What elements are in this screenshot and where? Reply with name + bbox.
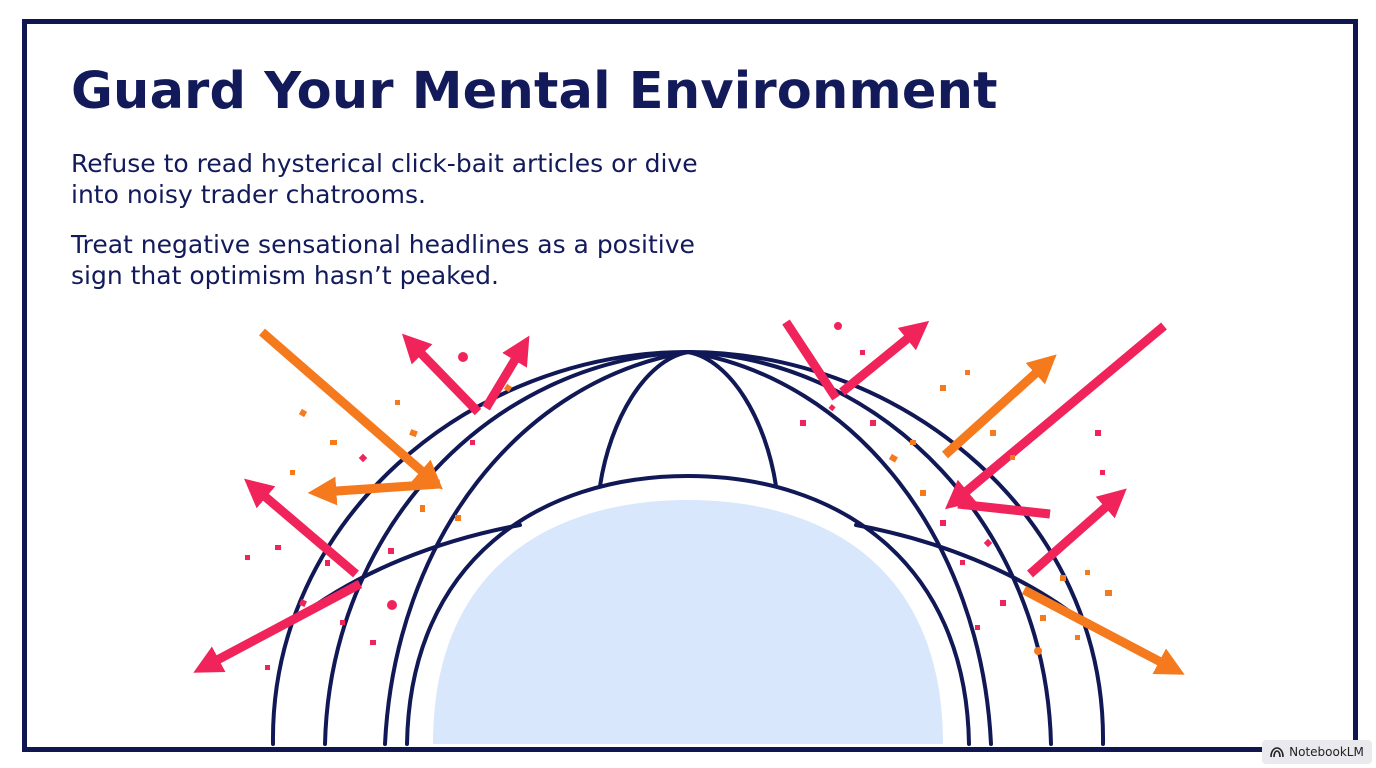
dome-inner-fill: [433, 500, 943, 744]
slide-frame: [22, 19, 1358, 752]
page-title: Guard Your Mental Environment: [71, 62, 998, 121]
body-text-1: Refuse to read hysterical click-bait art…: [71, 149, 698, 209]
notebooklm-logo-icon: [1270, 747, 1284, 758]
deflected-arrow-icon: [193, 319, 1185, 675]
debris-particles: [245, 322, 1112, 670]
badge-label: NotebookLM: [1289, 745, 1364, 759]
notebooklm-badge: NotebookLM: [1262, 740, 1372, 764]
body-text-2: Treat negative sensational headlines as …: [71, 230, 695, 290]
